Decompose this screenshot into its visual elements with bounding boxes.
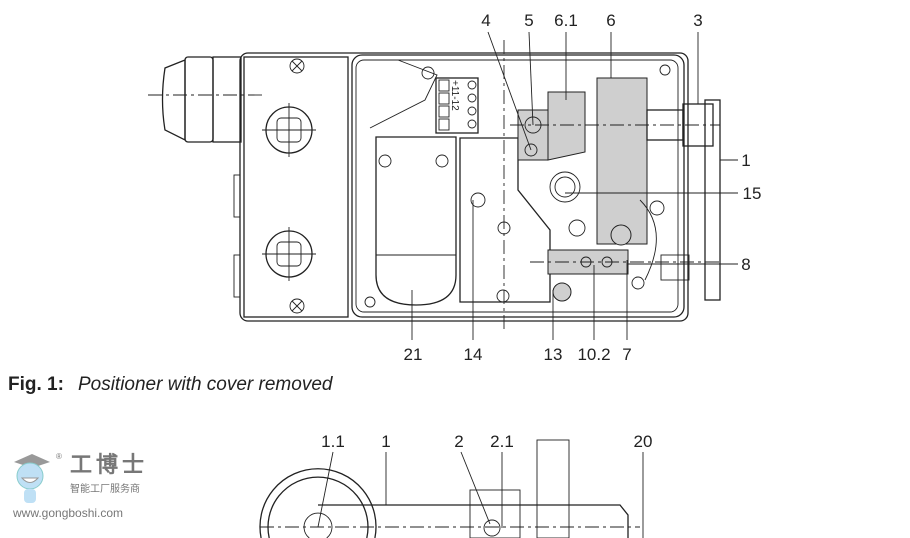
callout-10-2: 10.2 [577,345,610,364]
leader-lines [411,31,738,340]
caption-number: Fig. 1: [8,374,64,395]
cable-gland [148,56,262,143]
callout-21: 21 [404,345,423,364]
callout-4: 4 [481,11,490,30]
terminal-marks: +11-12 [449,80,460,111]
callout-6: 6 [606,11,615,30]
part-6-1 [547,91,586,161]
screw-13 [552,282,572,302]
callout-2: 2 [454,432,463,451]
figure-caption: Fig. 1: Positioner with cover removed [8,374,332,396]
callout-14: 14 [464,345,483,364]
callout-13: 13 [544,345,563,364]
callout-20: 20 [634,432,653,451]
display-window-top [262,103,316,157]
left-cover-panel [243,56,349,318]
terminal-block: +11-12 [435,77,479,134]
lever-1 [704,99,721,301]
plate-14 [459,137,551,303]
mascot-icon [14,454,50,503]
callout-1: 1 [741,151,750,170]
inner-compartment [351,54,685,318]
caption-text: Positioner with cover removed [77,374,333,395]
mounting-diagram [259,439,644,538]
cover-screws [289,58,671,314]
display-window-bottom [262,227,316,281]
callout-3: 3 [693,11,702,30]
registered-mark: ® [56,452,62,461]
callout-15: 15 [743,184,762,203]
callout-1b: 1 [381,432,390,451]
part-6 [596,77,648,245]
callout-2-1: 2.1 [490,432,514,451]
callout-1-1: 1.1 [321,432,345,451]
logo-name: 工博士 [70,452,149,477]
callout-5: 5 [524,11,533,30]
logo-url: www.gongboshi.com [13,506,124,520]
callout-7: 7 [622,345,631,364]
watermark-logo: ® 工博士 智能工厂服务商 www.gongboshi.com [8,452,158,524]
logo-tagline: 智能工厂服务商 [70,484,140,495]
module-21 [375,136,457,306]
callout-8: 8 [741,255,750,274]
callout-6-1: 6.1 [554,11,578,30]
